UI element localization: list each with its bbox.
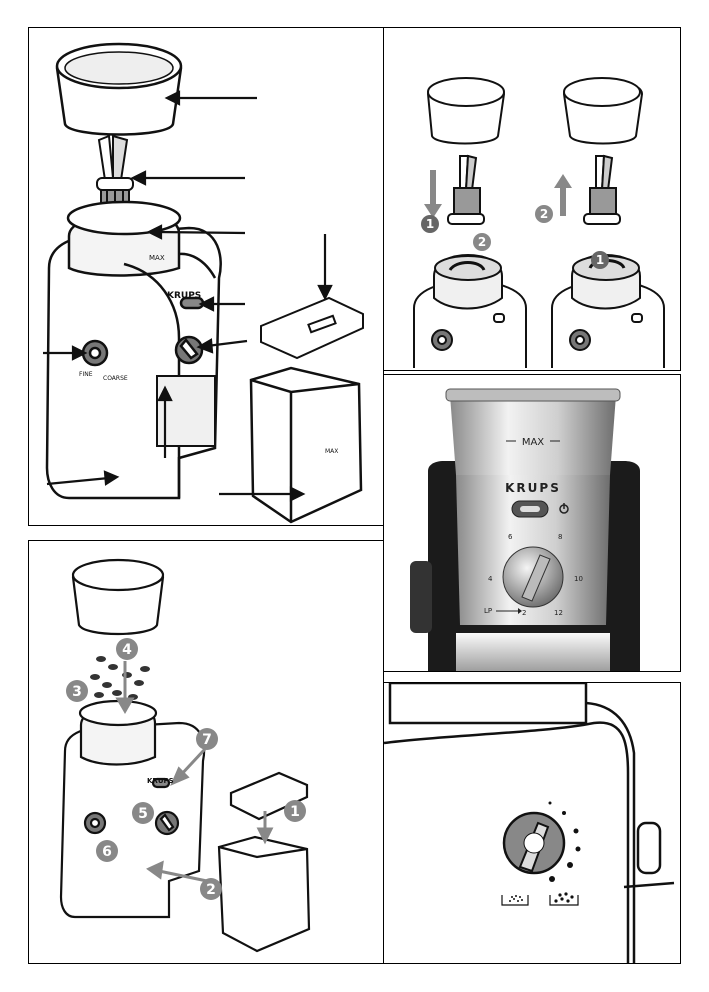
steel-cup [450, 395, 616, 475]
dial-mark-4: 4 [488, 575, 493, 583]
fine-label: FINE [79, 371, 93, 378]
max-label: MAX [522, 437, 544, 448]
dial-closeup-illustration [384, 683, 681, 964]
dial-mark-12: 12 [554, 609, 563, 617]
dial-closeup-panel [383, 682, 681, 964]
fine-grind-icon [502, 895, 528, 905]
brand-label-steps: KRUPS [147, 777, 174, 785]
step-2b-badge: 2 [540, 207, 548, 221]
step-7-badge: 7 [202, 732, 212, 748]
coarse-label: COARSE [103, 375, 128, 382]
step-5-badge: 5 [138, 806, 148, 822]
max-cup-label: MAX [149, 254, 165, 262]
down-arrow [424, 170, 442, 218]
step-1-badge: 1 [290, 804, 300, 820]
control-closeup-panel: MAX KRUPS 2 4 6 8 10 12 LP [383, 374, 681, 672]
step-6-badge: 6 [102, 844, 112, 860]
step-1-badge: 1 [426, 217, 434, 231]
usage-steps-panel: 1 2 3 4 5 6 7 KRUPS [28, 540, 384, 964]
control-closeup-illustration: MAX KRUPS 2 4 6 8 10 12 LP [384, 375, 681, 672]
assembly-steps-panel: 1 2 2 1 [383, 27, 681, 371]
jar-cover [261, 298, 363, 358]
coffee-beans [90, 656, 150, 700]
step-4-badge: 4 [122, 642, 132, 658]
dial-mark-6: 6 [508, 533, 513, 541]
step-2-badge: 2 [206, 882, 216, 898]
ground-coffee-jar-steps [219, 837, 309, 951]
usage-steps-illustration: 1 2 3 4 5 6 7 KRUPS [29, 541, 384, 964]
exploded-view-panel: KRUPS MAX FINE COARSE MAX [28, 27, 384, 526]
brand-label: KRUPS [167, 291, 201, 301]
ground-coffee-container [251, 368, 361, 522]
dial-mark-2: 2 [522, 609, 526, 617]
max-jar-label: MAX [325, 448, 338, 455]
bean-hopper-lid [57, 44, 181, 135]
step-2-badge: 2 [478, 235, 486, 249]
assembly-steps-illustration: 1 2 2 1 [384, 28, 681, 371]
step-1b-badge: 1 [596, 253, 604, 267]
step-3-badge: 3 [72, 684, 82, 700]
dial-mark-10: 10 [574, 575, 583, 583]
lp-label: LP [484, 607, 492, 615]
cup-edge [390, 683, 586, 723]
exploded-view-illustration: KRUPS MAX FINE COARSE MAX [29, 28, 384, 526]
up-arrow [554, 174, 572, 216]
brand-label-closeup: KRUPS [505, 481, 561, 495]
dial-mark-8: 8 [558, 533, 562, 541]
coarse-grind-icon [550, 892, 578, 905]
